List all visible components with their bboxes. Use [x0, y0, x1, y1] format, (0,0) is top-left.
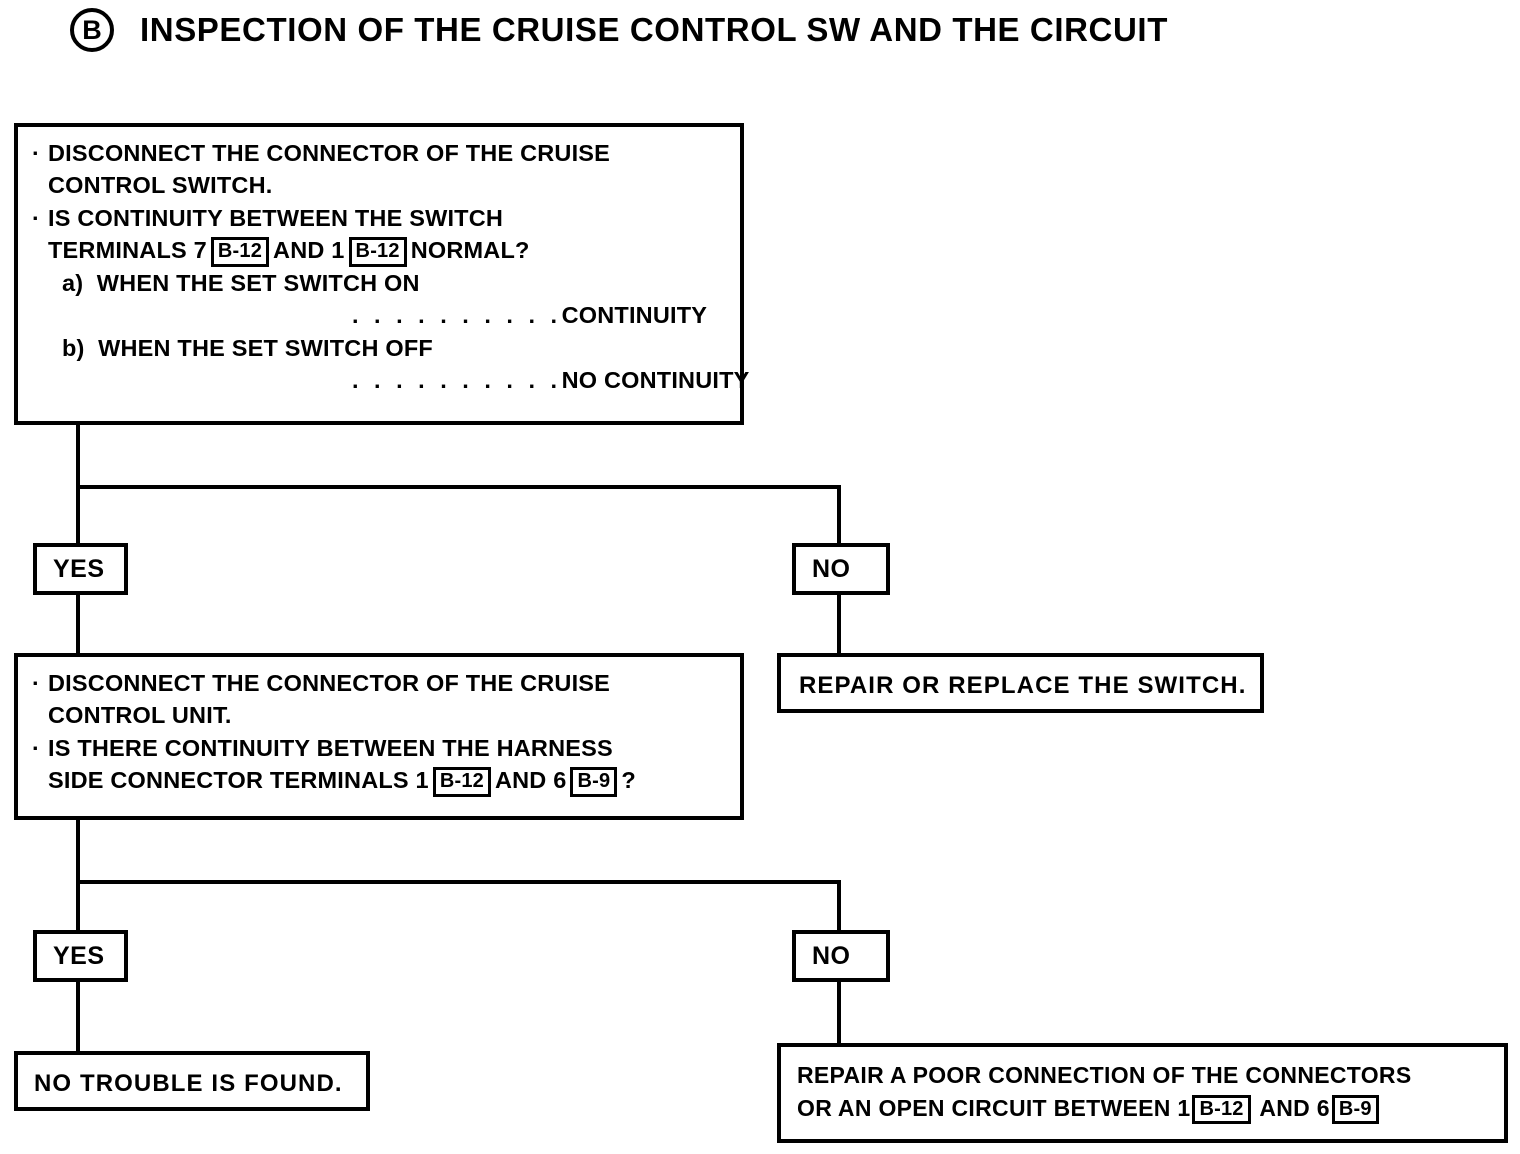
result-repair-connection-box: REPAIR A POOR CONNECTION OF THE CONNECTO… — [777, 1043, 1508, 1143]
section-badge-icon: B — [70, 8, 114, 52]
page-title: INSPECTION OF THE CRUISE CONTROL SW AND … — [140, 11, 1168, 48]
connector-branch-1-yes-down — [76, 485, 80, 545]
connector-branch-2-horizontal — [76, 880, 841, 884]
bullet-icon: · — [32, 734, 41, 761]
step-1-option-a: a) WHEN THE SET SWITCH ON — [32, 267, 728, 299]
step-1-terminal-prefix: TERMINALS 7 — [48, 237, 207, 264]
connector-branch-2-no-down — [837, 880, 841, 932]
result-repair-switch-text: REPAIR OR REPLACE THE SWITCH. — [799, 672, 1247, 699]
decision-1-no-chip[interactable]: NO — [792, 543, 890, 595]
step-1-option-a-result: . . . . . . . . . .CONTINUITY — [32, 299, 728, 331]
connector-code-b12-a: B-12 — [210, 237, 270, 267]
decision-1-yes-chip[interactable]: YES — [33, 543, 128, 595]
step-2-line-1b: CONTROL UNIT. — [48, 702, 232, 729]
step-2-bullet-1: · DISCONNECT THE CONNECTOR OF THE CRUISE — [32, 667, 728, 699]
connector-branch-2-yes-down — [76, 880, 80, 932]
connector-step1-down — [76, 425, 80, 487]
option-a-result: CONTINUITY — [561, 302, 708, 329]
decision-2-no-label: NO — [812, 941, 851, 970]
step-1-terminal-mid: AND 1 — [273, 237, 345, 264]
decision-1-no-label: NO — [812, 554, 851, 583]
page-header: B INSPECTION OF THE CRUISE CONTROL SW AN… — [70, 8, 1168, 52]
decision-2-yes-chip[interactable]: YES — [33, 930, 128, 982]
step-1-terminal-suffix: NORMAL? — [410, 237, 530, 264]
repair-connection-prefix: OR AN OPEN CIRCUIT BETWEEN 1 — [797, 1094, 1191, 1121]
step-2-bullet-2: · IS THERE CONTINUITY BETWEEN THE HARNES… — [32, 732, 728, 764]
connector-yes1-to-step2 — [76, 595, 80, 653]
step-1-option-b: b) WHEN THE SET SWITCH OFF — [32, 332, 728, 364]
decision-1-yes-label: YES — [53, 554, 105, 583]
step-2-terminal-mid: AND 6 — [494, 767, 567, 794]
step-2-terminal-prefix: SIDE CONNECTOR TERMINALS 1 — [48, 767, 429, 794]
option-a-label: a) — [62, 269, 84, 296]
connector-code-b9-a: B-9 — [570, 767, 618, 797]
step-2-terminal-suffix: ? — [621, 767, 636, 794]
leader-dots-b: . . . . . . . . . . — [352, 366, 562, 393]
option-b-result: NO CONTINUITY — [561, 366, 750, 393]
bullet-icon: · — [32, 204, 41, 231]
step-1-bullet-1: · DISCONNECT THE CONNECTOR OF THE CRUISE — [32, 137, 728, 169]
connector-branch-1-no-down — [837, 485, 841, 545]
step-1-line-1b: CONTROL SWITCH. — [48, 172, 273, 199]
connector-code-b12-c: B-12 — [432, 767, 491, 797]
result-no-trouble-text: NO TROUBLE IS FOUND. — [34, 1070, 343, 1097]
connector-code-b12-d: B-12 — [1192, 1094, 1251, 1125]
connector-branch-1-horizontal — [76, 485, 841, 489]
step-2-content: · DISCONNECT THE CONNECTOR OF THE CRUISE… — [18, 657, 740, 805]
connector-code-b9-b: B-9 — [1331, 1094, 1379, 1125]
step-1-line-2a: IS CONTINUITY BETWEEN THE SWITCH — [48, 204, 504, 231]
option-b-text: WHEN THE SET SWITCH OFF — [98, 334, 433, 361]
connector-no1-to-repair-switch — [837, 595, 841, 653]
step-1-line-1a: DISCONNECT THE CONNECTOR OF THE CRUISE — [48, 140, 611, 166]
connector-yes2-to-no-trouble — [76, 982, 80, 1053]
connector-step2-down — [76, 820, 80, 882]
result-repair-switch-box: REPAIR OR REPLACE THE SWITCH. — [777, 653, 1264, 713]
option-a-text: WHEN THE SET SWITCH ON — [96, 269, 420, 296]
bullet-icon: · — [32, 670, 41, 696]
step-1-bullet-2: · IS CONTINUITY BETWEEN THE SWITCH — [32, 202, 728, 234]
connector-no2-to-repair-connection — [837, 982, 841, 1043]
connector-code-b12-b: B-12 — [348, 237, 407, 267]
decision-2-no-chip[interactable]: NO — [792, 930, 890, 982]
step-2-line-1a: DISCONNECT THE CONNECTOR OF THE CRUISE — [48, 670, 611, 696]
step-1-content: · DISCONNECT THE CONNECTOR OF THE CRUISE… — [18, 127, 749, 404]
step-1-option-b-result: . . . . . . . . . .NO CONTINUITY — [32, 364, 749, 396]
result-repair-connection-line-1: REPAIR A POOR CONNECTION OF THE CONNECTO… — [797, 1062, 1412, 1088]
leader-dots-a: . . . . . . . . . . — [352, 302, 562, 329]
result-no-trouble-box: NO TROUBLE IS FOUND. — [14, 1051, 370, 1111]
bullet-icon: · — [32, 140, 41, 166]
repair-connection-mid: AND 6 — [1259, 1094, 1330, 1121]
step-2-line-2a: IS THERE CONTINUITY BETWEEN THE HARNESS — [48, 734, 613, 761]
decision-2-yes-label: YES — [53, 941, 105, 970]
option-b-label: b) — [62, 334, 85, 361]
inspection-step-2-box: · DISCONNECT THE CONNECTOR OF THE CRUISE… — [14, 653, 744, 820]
inspection-step-1-box: · DISCONNECT THE CONNECTOR OF THE CRUISE… — [14, 123, 749, 425]
